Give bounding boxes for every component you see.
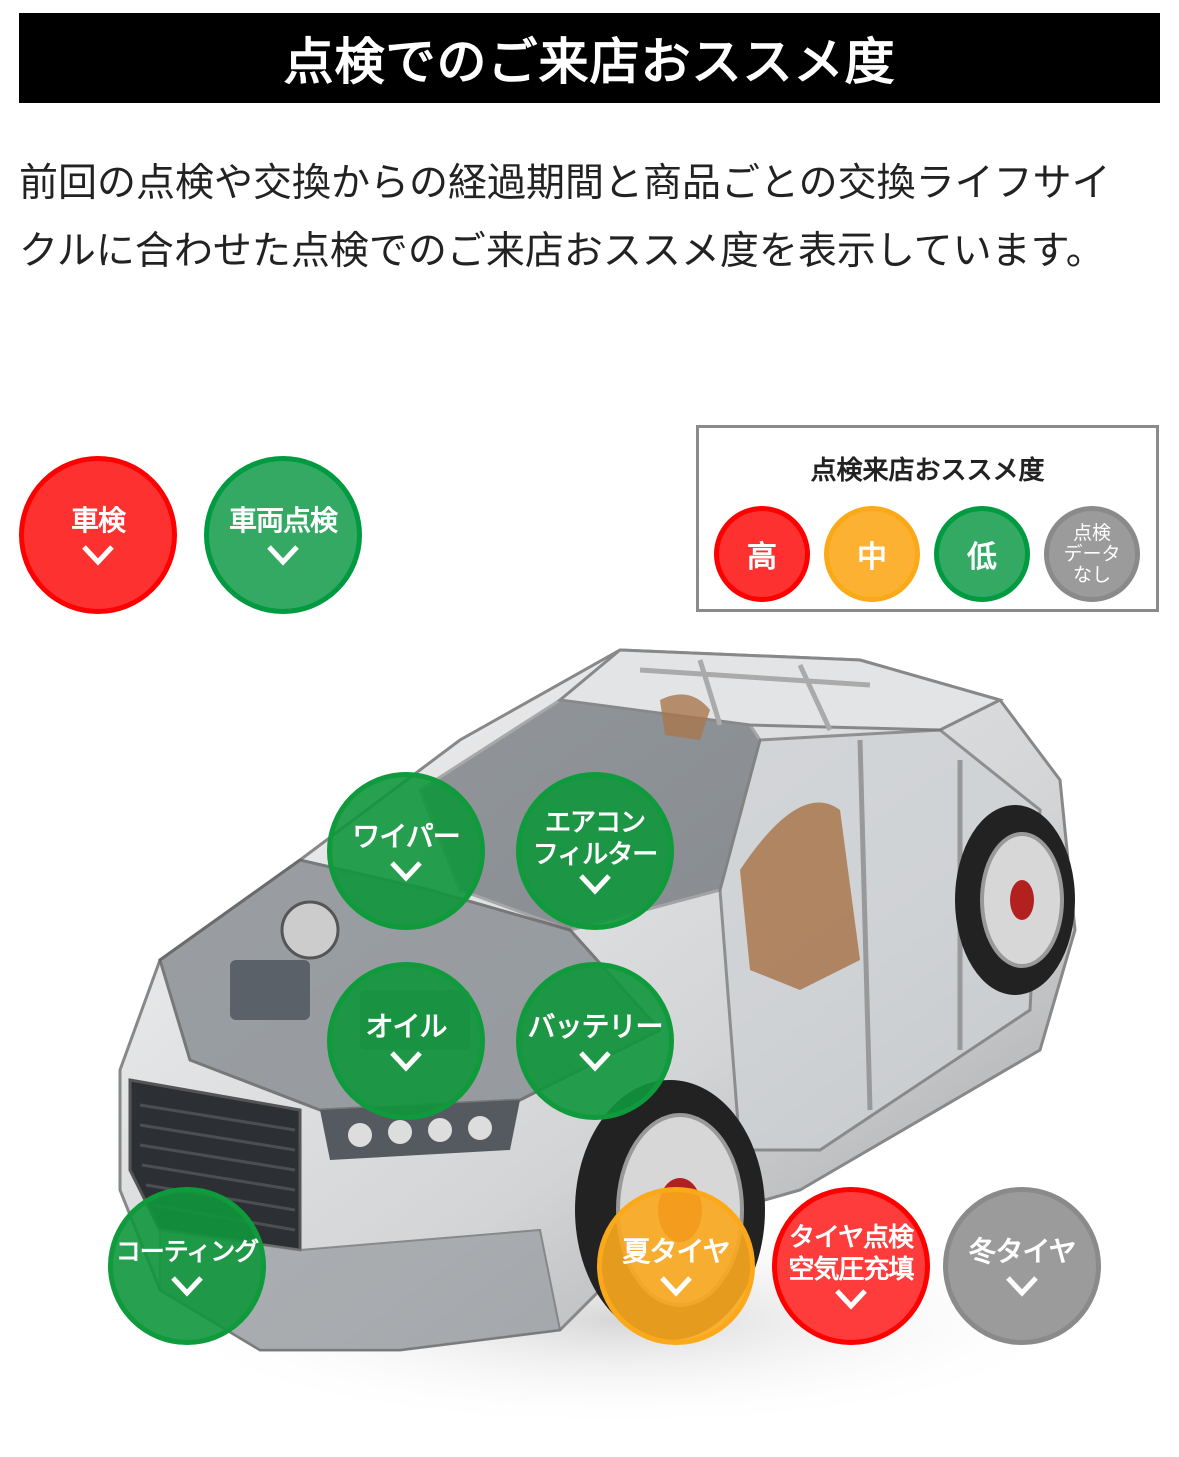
item-coating-label: コーティング xyxy=(115,1237,260,1266)
item-summer-tire-button[interactable]: 夏タイヤ xyxy=(597,1187,755,1345)
item-summer-tire-label: 夏タイヤ xyxy=(622,1235,730,1268)
item-vehicle-inspection-button[interactable]: 車両点検 xyxy=(204,456,362,614)
recommendation-legend: 点検来店おススメ度 高 中 低 点検 データ なし xyxy=(696,425,1159,612)
item-oil-label: オイル xyxy=(365,1010,447,1043)
item-winter-tire-button[interactable]: 冬タイヤ xyxy=(943,1187,1101,1345)
item-aircon-filter-label-line1: エアコン xyxy=(544,808,646,838)
item-wiper-label: ワイパー xyxy=(352,820,460,853)
chevron-down-icon xyxy=(1006,1276,1038,1297)
item-winter-tire-label: 冬タイヤ xyxy=(968,1235,1076,1268)
item-tire-check-label-line2: 空気圧充填 xyxy=(788,1255,914,1285)
legend-low: 低 xyxy=(934,506,1030,602)
legend-no-data-line1: 点検 xyxy=(1072,521,1111,544)
item-vehicle-inspection-label: 車両点検 xyxy=(228,504,338,537)
chevron-down-icon xyxy=(267,545,299,566)
chevron-down-icon xyxy=(390,1051,422,1072)
item-coating-button[interactable]: コーティング xyxy=(108,1187,266,1345)
page-title: 点検でのご来店おススメ度 xyxy=(283,33,896,91)
legend-medium-label: 中 xyxy=(857,540,887,575)
legend-no-data-line2: データ xyxy=(1063,542,1121,565)
description-text: 前回の点検や交換からの経過期間と商品ごとの交換ライフサイクルに合わせた点検でのご… xyxy=(19,161,1111,274)
chevron-down-icon xyxy=(82,545,114,566)
chevron-down-icon xyxy=(660,1276,692,1297)
item-shaken-button[interactable]: 車検 xyxy=(19,456,177,614)
chevron-down-icon xyxy=(171,1276,203,1297)
legend-high-label: 高 xyxy=(747,540,777,575)
item-battery-label: バッテリー xyxy=(527,1010,663,1043)
item-battery-button[interactable]: バッテリー xyxy=(516,962,674,1120)
chevron-down-icon xyxy=(390,861,422,882)
item-oil-button[interactable]: オイル xyxy=(327,962,485,1120)
item-aircon-filter-button[interactable]: エアコン フィルター xyxy=(516,772,674,930)
item-shaken-label: 車検 xyxy=(70,504,126,537)
chevron-down-icon xyxy=(579,1051,611,1072)
item-tire-check-button[interactable]: タイヤ点検 空気圧充填 xyxy=(772,1187,930,1345)
legend-low-label: 低 xyxy=(967,540,997,575)
item-wiper-button[interactable]: ワイパー xyxy=(327,772,485,930)
legend-high: 高 xyxy=(714,506,810,602)
page-title-bar: 点検でのご来店おススメ度 xyxy=(19,13,1160,103)
item-aircon-filter-label-line2: フィルター xyxy=(532,840,658,870)
chevron-down-icon xyxy=(835,1289,867,1310)
legend-no-data: 点検 データ なし xyxy=(1044,506,1140,602)
chevron-down-icon xyxy=(579,874,611,895)
legend-no-data-line3: なし xyxy=(1072,563,1111,586)
item-tire-check-label-line1: タイヤ点検 xyxy=(788,1223,914,1253)
legend-title: 点検来店おススメ度 xyxy=(810,456,1045,486)
legend-medium: 中 xyxy=(824,506,920,602)
